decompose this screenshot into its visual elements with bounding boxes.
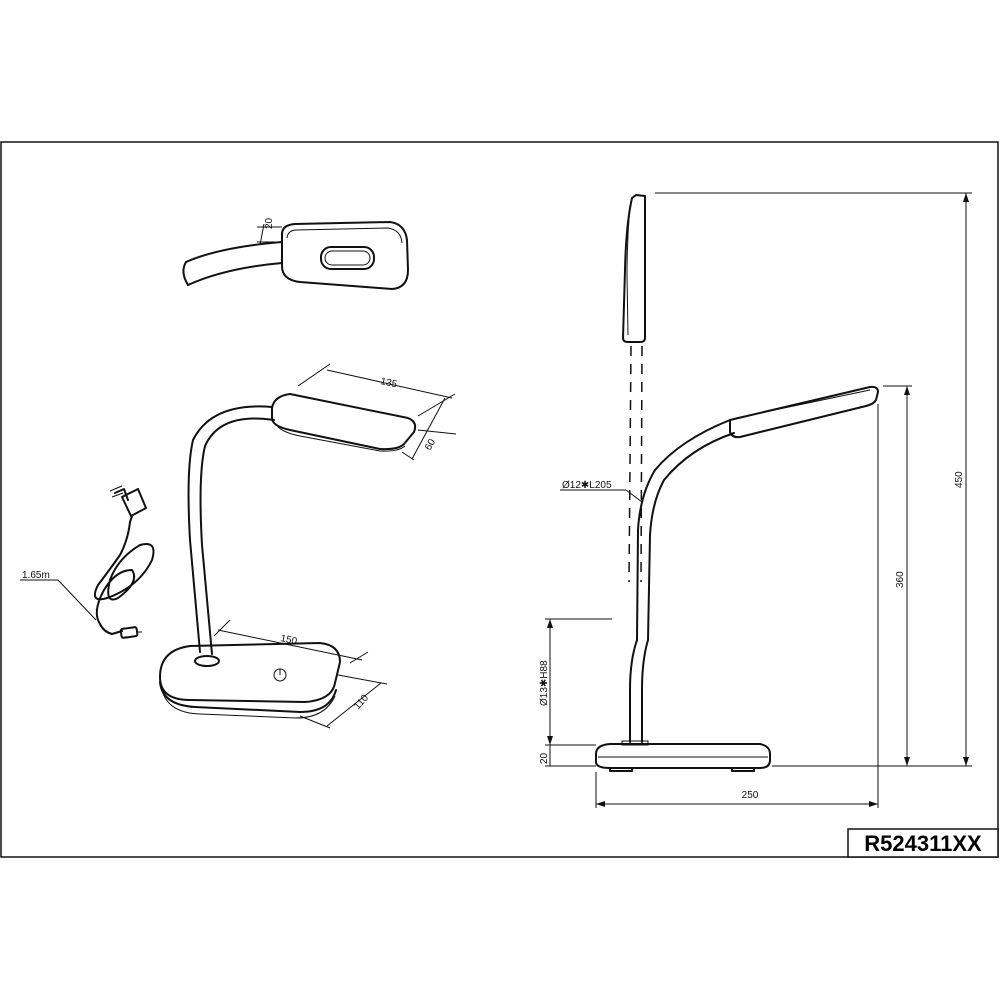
power-adapter: 1.65m [20, 485, 155, 639]
base-width-label: 110 [352, 692, 371, 712]
head-length-label: 135 [379, 376, 398, 390]
arm-height-label: 360 [895, 571, 906, 588]
stem-spec-label: Ø13✱H88 [539, 660, 550, 706]
total-height-label: 450 [954, 471, 965, 488]
sheet-border [0, 141, 999, 858]
base-length-label: 150 [279, 633, 298, 647]
head-detail-view: 20 [182, 217, 409, 290]
title-block [847, 828, 999, 858]
head-thickness-label: 20 [264, 217, 275, 229]
base-height-label: 20 [539, 752, 550, 764]
lamp-side-elevation: 450 360 Ø13✱H88 20 250 Ø12✱L205 [539, 192, 972, 808]
lamp-perspective-view: 135 60 150 110 [159, 363, 457, 729]
arm-spec-label: Ø12✱L205 [562, 480, 612, 491]
head-width-label: 60 [423, 437, 438, 453]
model-code: R524311XX [864, 831, 982, 856]
cable-length-label: 1.65m [22, 570, 50, 581]
total-depth-label: 250 [742, 790, 759, 801]
